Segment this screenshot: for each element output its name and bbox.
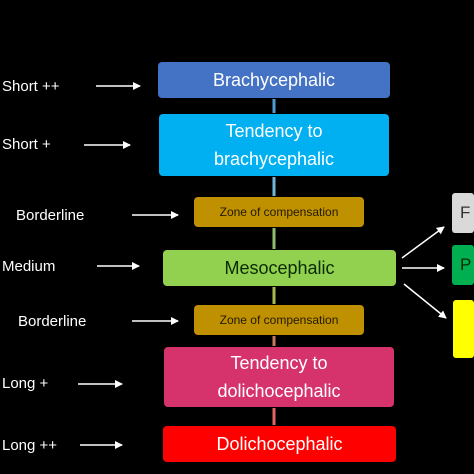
arrow-to-side-grey bbox=[401, 226, 445, 259]
box-zone-lower-text: Zone of compensation bbox=[219, 313, 339, 327]
box-zone-of-compensation-upper: Zone of compensation bbox=[194, 197, 364, 227]
label-borderline-upper: Borderline bbox=[16, 207, 85, 224]
box-tendency-dolichocephalic: Tendency to dolichocephalic bbox=[164, 347, 394, 407]
box-zone-of-compensation-lower: Zone of compensation bbox=[194, 305, 364, 335]
box-mesocephalic-text: Mesocephalic bbox=[224, 257, 335, 278]
box-brachycephalic: Brachycephalic bbox=[158, 62, 390, 98]
box-brachycephalic-text: Brachycephalic bbox=[212, 70, 336, 90]
box-tendency-brachycephalic-line1: Tendency to bbox=[225, 121, 323, 141]
label-short-plus: Short + bbox=[2, 136, 51, 153]
label-long-plus: Long + bbox=[2, 375, 49, 392]
label-short-plus-plus: Short ++ bbox=[2, 78, 60, 95]
box-tendency-brachycephalic: Tendency to brachycephalic bbox=[159, 114, 389, 176]
side-box-green: P bbox=[452, 245, 474, 285]
box-tendency-brachycephalic-line2: brachycephalic bbox=[213, 149, 335, 169]
box-mesocephalic: Mesocephalic bbox=[163, 250, 396, 286]
box-zone-upper-text: Zone of compensation bbox=[219, 205, 339, 219]
side-box-yellow bbox=[453, 300, 474, 358]
side-box-grey: F bbox=[452, 193, 474, 233]
box-tendency-dolichocephalic-line2: dolichocephalic bbox=[217, 381, 341, 401]
box-tendency-dolichocephalic-line1: Tendency to bbox=[230, 353, 328, 373]
label-borderline-lower: Borderline bbox=[18, 313, 87, 330]
arrow-to-side-yellow bbox=[403, 283, 447, 319]
label-long-plus-plus: Long ++ bbox=[2, 437, 58, 454]
box-dolichocephalic: Dolichocephalic bbox=[163, 426, 396, 462]
box-dolichocephalic-text: Dolichocephalic bbox=[216, 434, 343, 454]
label-medium: Medium bbox=[2, 258, 56, 275]
